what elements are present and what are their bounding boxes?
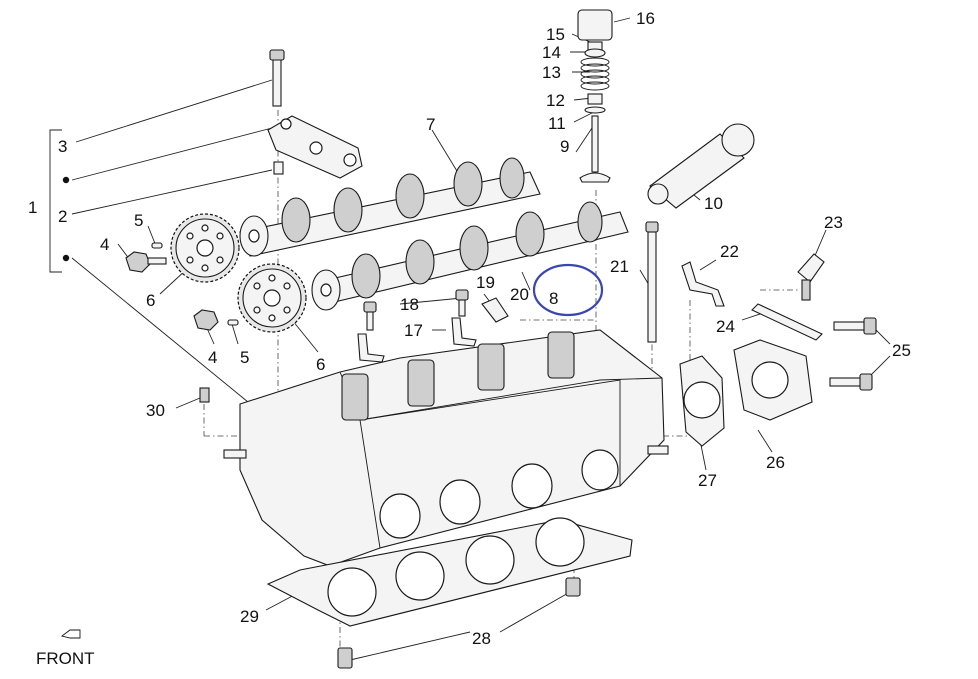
callout-21: 21	[610, 257, 629, 276]
callout-15: 15	[546, 25, 565, 44]
callout-23: 23	[824, 213, 843, 232]
head-gasket-part-29	[266, 517, 633, 627]
sprocket-lower	[237, 263, 307, 333]
valve-part-9	[579, 115, 611, 183]
front-label: FRONT	[36, 649, 95, 668]
bearing-cap	[267, 115, 363, 179]
callout-28: 28	[472, 629, 491, 648]
seal-part-12	[587, 93, 603, 105]
callout-27: 27	[698, 471, 717, 490]
bullet-dot	[62, 254, 70, 262]
callout-10: 10	[704, 194, 723, 213]
tappet-part-16	[577, 9, 613, 41]
bolt-part-3	[269, 49, 285, 107]
plug-part-30	[199, 387, 210, 403]
callout-8: 8	[549, 289, 558, 308]
callout-4: 4	[100, 235, 109, 254]
highlight-ring	[532, 263, 604, 317]
callout-5: 5	[134, 211, 143, 230]
callout-1: 1	[28, 198, 37, 217]
camshaft-upper	[239, 157, 541, 257]
bolt-part-25	[829, 317, 877, 391]
strap-part-24	[751, 303, 823, 341]
retainer-part-14	[584, 48, 606, 58]
callout-2: 2	[58, 207, 67, 226]
bolt-part-4b	[193, 309, 219, 331]
bolt-part-21	[645, 221, 659, 343]
callout-4: 4	[208, 348, 217, 367]
callout-22: 22	[720, 242, 739, 261]
callout-24: 24	[716, 317, 735, 336]
callout-5: 5	[240, 348, 249, 367]
callout-19: 19	[476, 273, 495, 292]
callout-6: 6	[146, 291, 155, 310]
bracket-part-17	[357, 317, 477, 363]
bolt-part-18	[363, 301, 377, 331]
sensor-part-23	[797, 253, 825, 301]
callout-30: 30	[146, 401, 165, 420]
front-arrow-icon	[60, 629, 81, 639]
seat-part-11	[584, 106, 606, 114]
bracket-part-22	[681, 261, 725, 307]
callout-18: 18	[400, 295, 419, 314]
sprocket-upper	[170, 213, 240, 283]
stud-left	[223, 449, 247, 459]
housing-part-26	[733, 339, 813, 421]
valve-assembly	[577, 9, 613, 183]
group-bracket	[49, 129, 70, 273]
dowel-part-28	[337, 577, 581, 669]
actuator-part-10	[647, 123, 755, 209]
bolt-part-4a	[125, 251, 167, 273]
spring-part-13	[580, 57, 610, 91]
callout-17: 17	[404, 321, 423, 340]
callout-14: 14	[542, 43, 561, 62]
pin-part-5a	[151, 242, 163, 249]
callout-9: 9	[560, 137, 569, 156]
bullet-dot	[62, 176, 70, 184]
callout-11: 11	[548, 114, 566, 133]
sensor-part-20	[481, 297, 509, 323]
callout-13: 13	[542, 63, 561, 82]
cylinder-head	[223, 329, 669, 567]
pin-part-5b	[227, 319, 239, 326]
callout-16: 16	[636, 9, 655, 28]
bolt-part-19	[455, 289, 469, 317]
callout-labels: 1 2 3 4 4 5 5 6 6 7 8 9 10 11 12 13 14 1…	[28, 9, 911, 648]
callout-25: 25	[892, 341, 911, 360]
callout-6: 6	[316, 355, 325, 374]
callout-3: 3	[58, 137, 67, 156]
camshaft-lower	[311, 201, 629, 311]
dowel-part-2	[273, 161, 284, 175]
callout-12: 12	[546, 91, 565, 110]
callout-7: 7	[426, 115, 435, 134]
callout-20: 20	[510, 285, 529, 304]
stud-right	[647, 445, 669, 455]
callout-26: 26	[766, 453, 785, 472]
gasket-part-27	[679, 355, 725, 447]
callout-29: 29	[240, 607, 259, 626]
